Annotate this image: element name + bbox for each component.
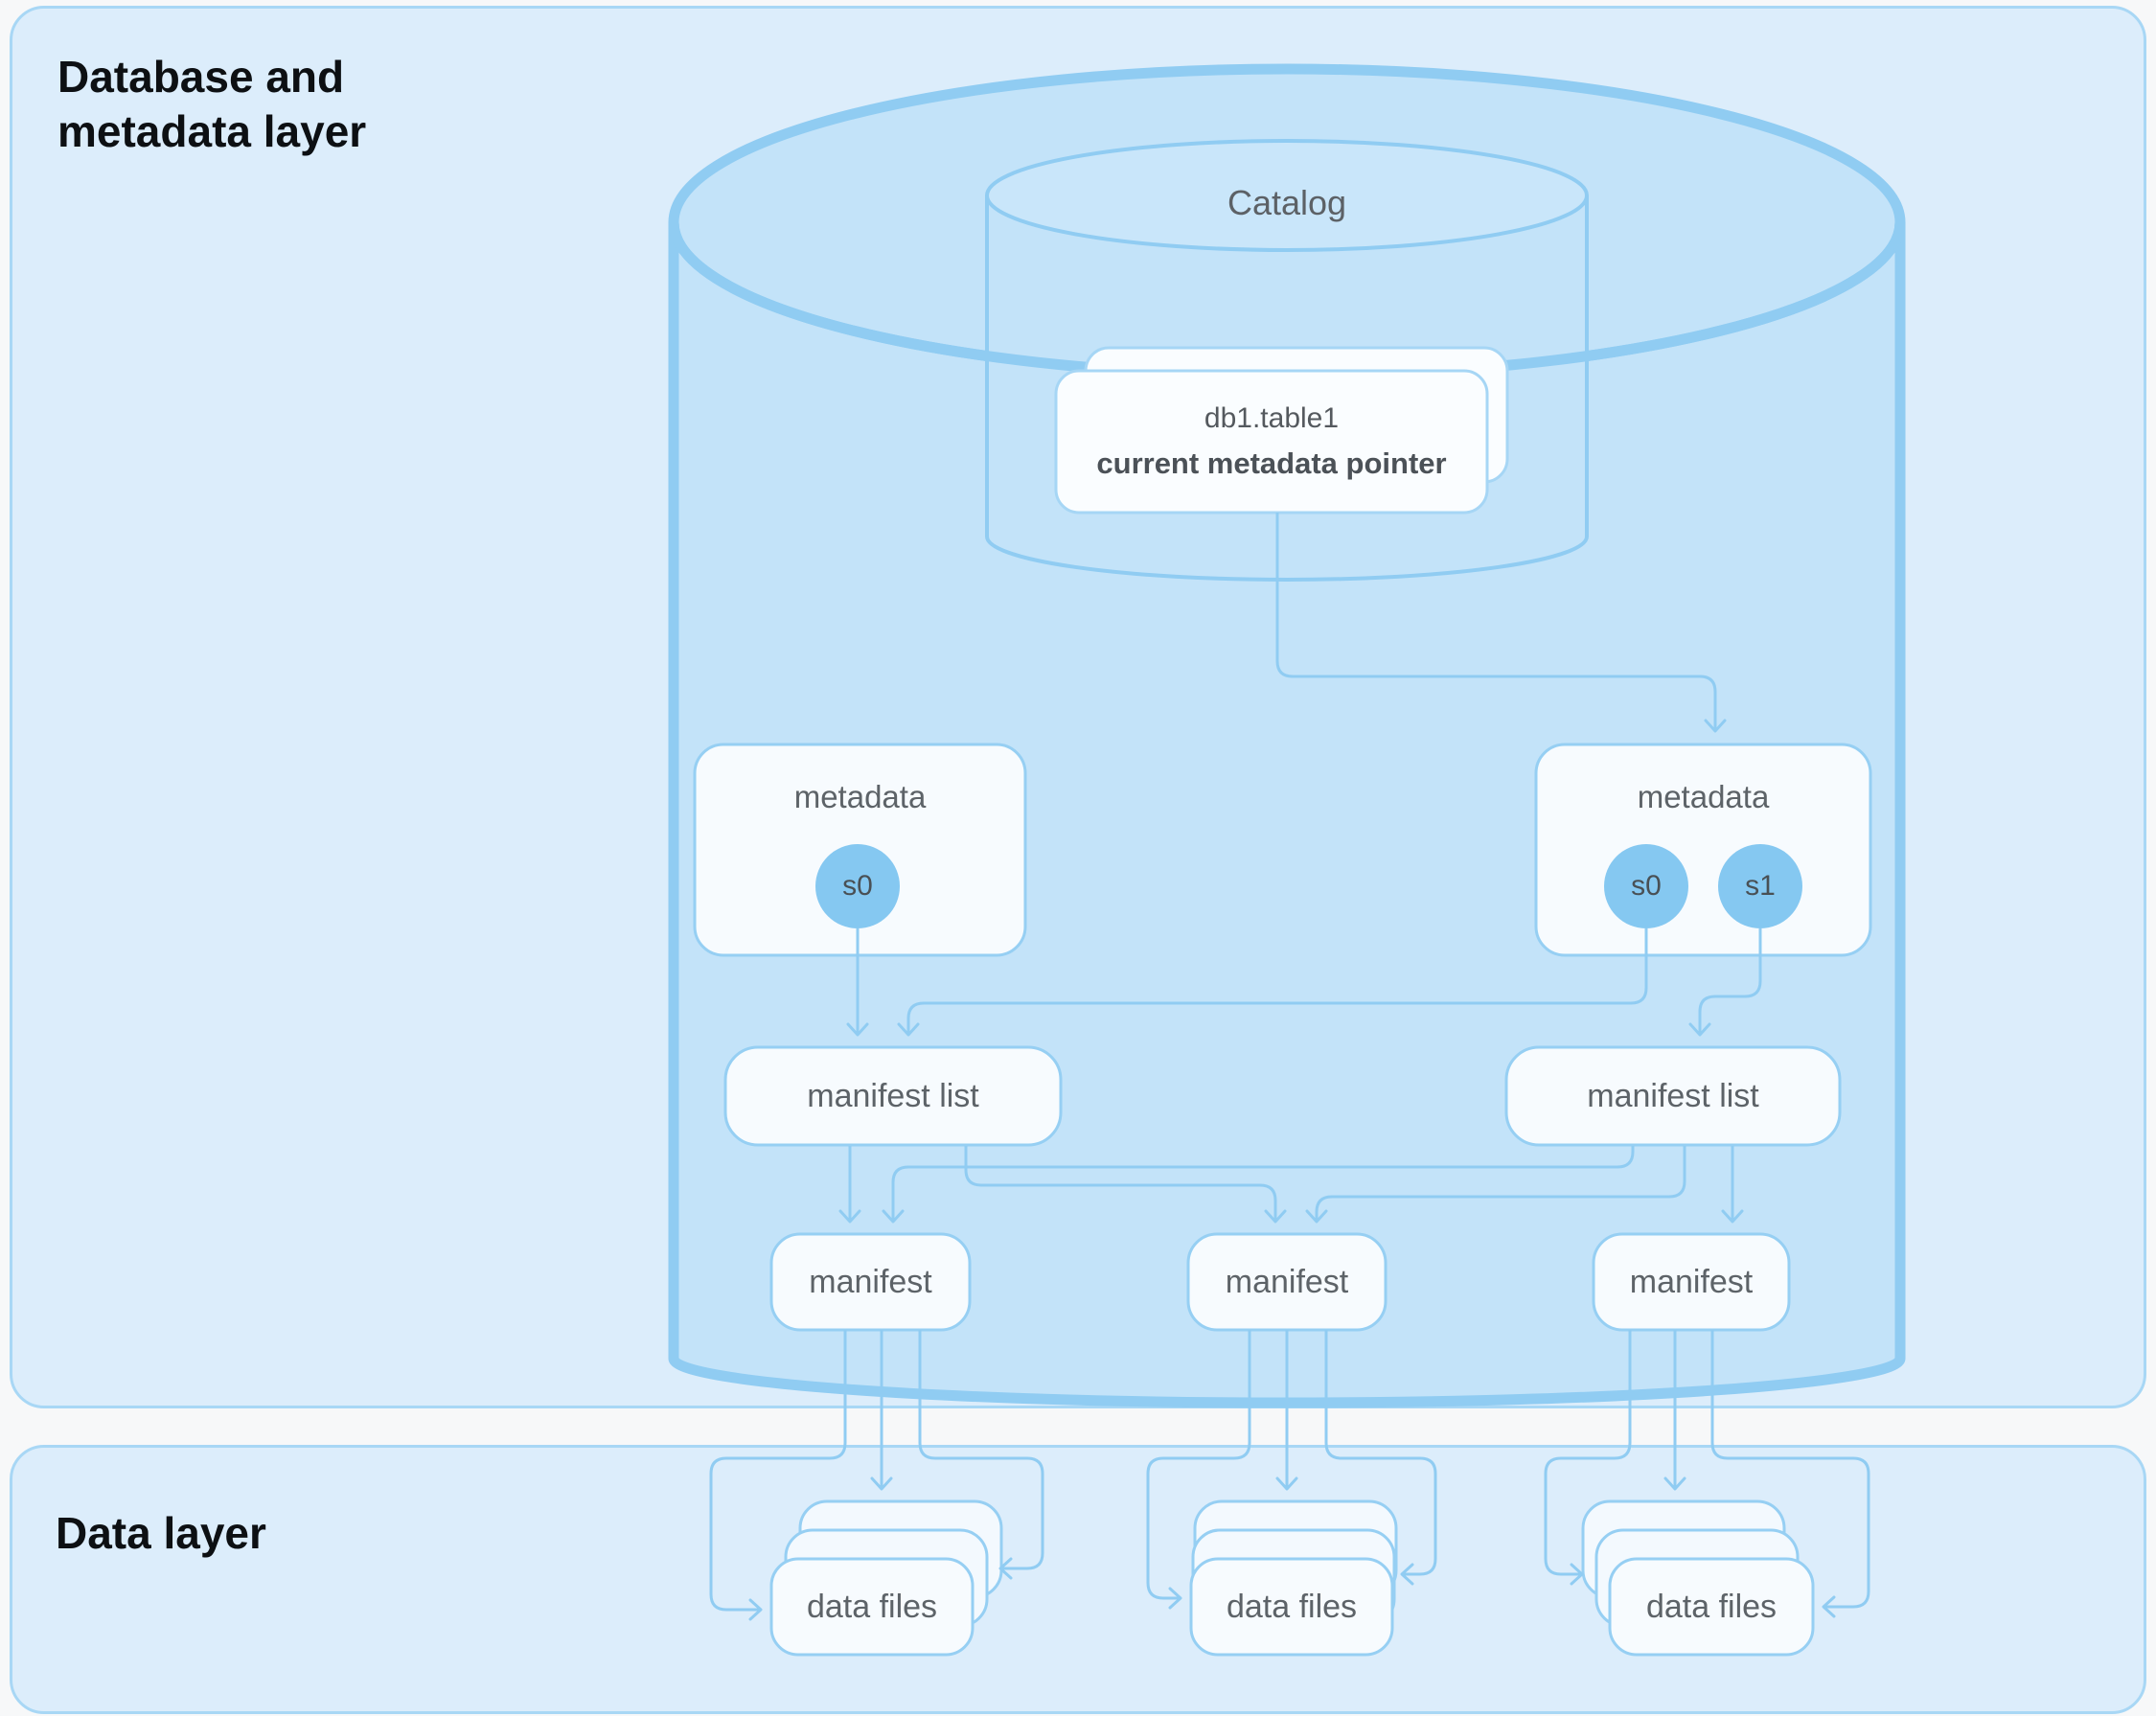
- data-files-stack-middle: [1189, 1499, 1398, 1657]
- catalog-label: Catalog: [1227, 183, 1347, 222]
- data-files-stack-left: [769, 1499, 1003, 1657]
- arrow-catalog-to-metadata-right: [1275, 513, 1727, 733]
- arrow-manifest-list-left-to-manifest-middle: [964, 1146, 1287, 1224]
- manifest-label-right: manifest: [1629, 1263, 1754, 1300]
- manifest-list-box-left: [723, 1045, 1063, 1147]
- snapshot-circle-s1-right: [1718, 844, 1802, 928]
- manifest-box-right: [1592, 1232, 1791, 1332]
- table-name: db1.table1: [1204, 402, 1340, 434]
- data-layer-title: Data layer: [56, 1508, 266, 1558]
- arrow-s0-right-to-manifest-list-left: [897, 928, 1648, 1037]
- metadata-file-label-right: metadata: [1637, 779, 1770, 814]
- table-pointer-card: db1.table1 current metadata pointer: [1056, 371, 1487, 513]
- database-metadata-layer-title: Database and metadata layer: [57, 52, 367, 156]
- data-files-label-right: data files: [1645, 1588, 1778, 1625]
- data-files-label-middle: data files: [1226, 1588, 1358, 1625]
- metadata-file-box-right: [1534, 743, 1872, 957]
- arrow-manifest-left-to-datafiles-left-a: [709, 1330, 847, 1621]
- arrow-manifest-list-right-to-manifest-middle: [1305, 1146, 1686, 1224]
- manifest-list-label-left: manifest list: [807, 1077, 979, 1114]
- arrow-manifest-right-to-datafiles-right-a: [1544, 1330, 1632, 1586]
- connectors: [709, 513, 1870, 1621]
- arrow-s1-right-to-manifest-list-right: [1688, 928, 1762, 1037]
- manifest-label-middle: manifest: [1225, 1263, 1349, 1300]
- manifest-label-left: manifest: [809, 1263, 932, 1300]
- current-metadata-pointer-label: current metadata pointer: [1096, 446, 1447, 480]
- arrow-manifest-left-to-datafiles-left-c: [918, 1330, 1044, 1580]
- snapshot-circle-s0-left: [815, 844, 900, 928]
- snapshot-s0-right: s0: [1631, 870, 1662, 902]
- arrow-manifest-middle-to-datafiles-middle-c: [1324, 1330, 1437, 1586]
- manifest-list-label-right: manifest list: [1587, 1077, 1759, 1114]
- manifest-box-left: [769, 1232, 972, 1332]
- manifest-list-box-right: [1504, 1045, 1842, 1147]
- arrow-manifest-list-right-to-manifest-left: [882, 1146, 1635, 1224]
- metadata-file-label-left: metadata: [793, 779, 927, 814]
- arrow-manifest-middle-to-datafiles-middle-a: [1146, 1330, 1251, 1610]
- snapshot-circle-s0-right: [1604, 844, 1688, 928]
- arrow-manifest-right-to-datafiles-right-c: [1710, 1330, 1870, 1618]
- data-files-stack-right: [1581, 1499, 1815, 1657]
- snapshot-s1-right: s1: [1745, 870, 1776, 902]
- table-card-front: [1054, 369, 1489, 515]
- data-files-label-left: data files: [806, 1588, 938, 1625]
- snapshot-s0-left: s0: [842, 870, 873, 902]
